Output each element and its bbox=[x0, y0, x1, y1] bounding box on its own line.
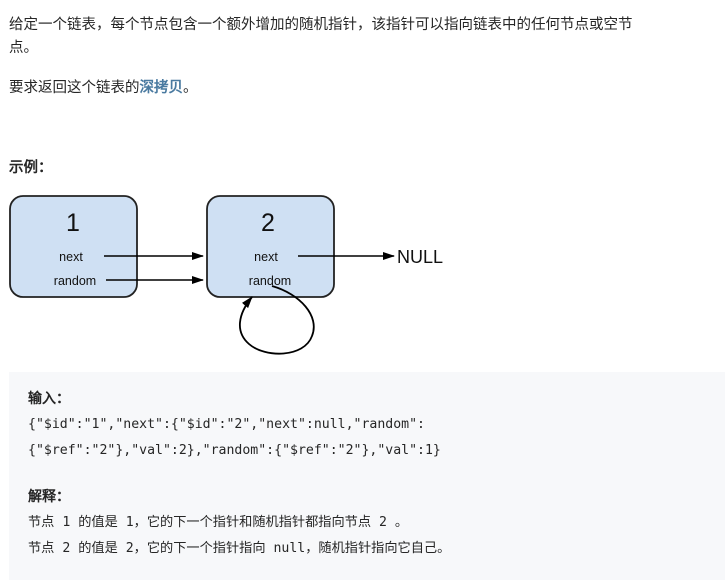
node-2-random-label: random bbox=[249, 274, 291, 288]
node-1-random-label: random bbox=[54, 274, 96, 288]
input-line-2: {"$ref":"2"},"val":2},"random":{"$ref":"… bbox=[28, 443, 441, 458]
description-line-2: 点。 bbox=[9, 40, 38, 56]
requirement-suffix: 。 bbox=[183, 80, 198, 96]
node-2-value: 2 bbox=[261, 209, 275, 237]
problem-requirement: 要求返回这个链表的深拷贝。 bbox=[9, 77, 198, 100]
node-1-box bbox=[9, 195, 138, 298]
input-label: 输入： bbox=[28, 391, 70, 407]
node-2-next-label: next bbox=[254, 250, 278, 264]
requirement-prefix: 要求返回这个链表的 bbox=[9, 80, 140, 96]
input-line-1: {"$id":"1","next":{"$id":"2","next":null… bbox=[28, 417, 425, 432]
explain-label: 解释： bbox=[28, 489, 70, 505]
example-code-block: 输入： {"$id":"1","next":{"$id":"2","next":… bbox=[9, 372, 725, 580]
node-2-box bbox=[206, 195, 335, 298]
problem-description: 给定一个链表，每个节点包含一个额外增加的随机指针，该指针可以指向链表中的任何节点… bbox=[9, 14, 721, 60]
node-1-next-label: next bbox=[59, 250, 83, 264]
example-title: 示例： bbox=[9, 160, 53, 176]
node-2-random-self-loop bbox=[239, 285, 315, 355]
linked-list-diagram: 1 next random 2 next random NULL bbox=[9, 195, 443, 355]
null-label: NULL bbox=[397, 247, 443, 267]
explain-line-2: 节点 2 的值是 2，它的下一个指针指向 null，随机指针指向它自己。 bbox=[28, 541, 451, 556]
deep-copy-link[interactable]: 深拷贝 bbox=[139, 80, 184, 96]
node-1-value: 1 bbox=[66, 209, 80, 237]
description-line-1: 给定一个链表，每个节点包含一个额外增加的随机指针，该指针可以指向链表中的任何节点… bbox=[9, 17, 633, 33]
explain-line-1: 节点 1 的值是 1，它的下一个指针和随机指针都指向节点 2 。 bbox=[28, 515, 409, 530]
